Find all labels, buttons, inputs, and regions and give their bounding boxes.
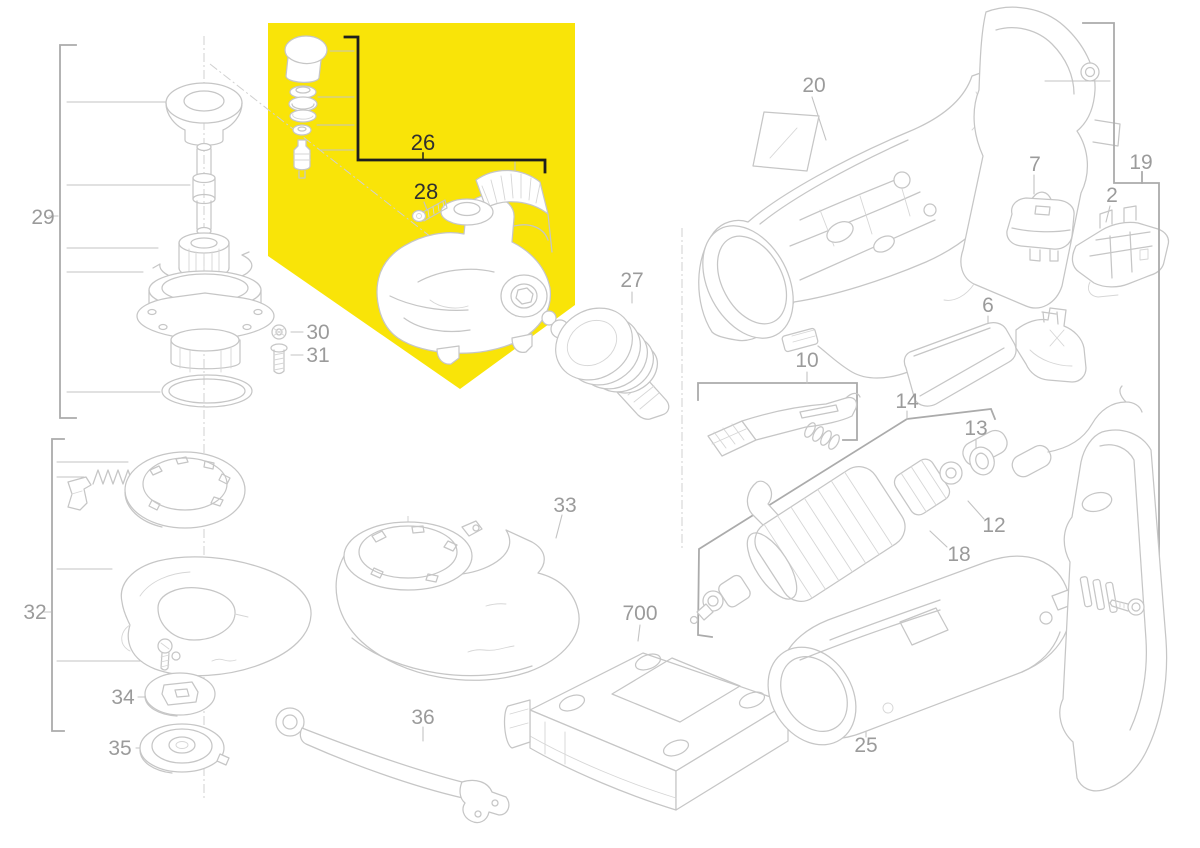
part-label-32[interactable]: 32 bbox=[23, 601, 46, 624]
bracket-part-26 bbox=[343, 35, 547, 174]
group-19-housing-set[interactable] bbox=[1044, 22, 1168, 792]
part-label-27[interactable]: 27 bbox=[620, 269, 643, 292]
part-34-flange[interactable] bbox=[137, 672, 216, 717]
part-label-25[interactable]: 25 bbox=[854, 734, 877, 757]
group-14-armature[interactable] bbox=[689, 385, 1143, 639]
part-label-6[interactable]: 6 bbox=[982, 294, 994, 317]
part-2-switch[interactable] bbox=[1071, 205, 1170, 298]
part-label-33[interactable]: 33 bbox=[553, 494, 576, 517]
part-label-14[interactable]: 14 bbox=[895, 390, 919, 413]
part-label-30[interactable]: 30 bbox=[306, 321, 329, 344]
part-label-35[interactable]: 35 bbox=[108, 737, 131, 760]
part-label-29[interactable]: 29 bbox=[31, 206, 54, 229]
part-35-bearing[interactable] bbox=[135, 723, 230, 774]
part-label-7[interactable]: 7 bbox=[1029, 153, 1041, 176]
part-label-31[interactable]: 31 bbox=[306, 344, 329, 367]
part-label-28[interactable]: 28 bbox=[414, 179, 438, 204]
part-label-2[interactable]: 2 bbox=[1106, 184, 1118, 207]
part-31-screw[interactable] bbox=[270, 343, 304, 375]
part-700-battery-pack[interactable] bbox=[503, 624, 789, 811]
group-10-lock-lever[interactable] bbox=[697, 371, 861, 457]
group-26-gear-housing-assembly[interactable] bbox=[284, 35, 557, 365]
part-30-washer[interactable] bbox=[271, 324, 304, 340]
part-label-19[interactable]: 19 bbox=[1129, 151, 1152, 174]
part-13-bearing-ring[interactable] bbox=[966, 439, 998, 478]
part-36-pin-wrench[interactable] bbox=[275, 707, 510, 824]
part-label-26[interactable]: 26 bbox=[411, 130, 435, 155]
part-label-20[interactable]: 20 bbox=[802, 74, 825, 97]
housing-motor-field[interactable] bbox=[750, 555, 1075, 761]
group-32-guard-clamp[interactable] bbox=[43, 438, 312, 732]
part-label-10[interactable]: 10 bbox=[795, 349, 818, 372]
leader-part-18 bbox=[929, 530, 948, 548]
part-7-button[interactable] bbox=[1006, 174, 1075, 262]
part-label-13[interactable]: 13 bbox=[964, 417, 987, 440]
part-20-nameplate[interactable] bbox=[752, 96, 827, 172]
leader-part-12 bbox=[967, 500, 985, 520]
part-6-electronics-module[interactable] bbox=[781, 307, 1087, 407]
part-27-spindle[interactable] bbox=[542, 291, 670, 420]
housing-inner-clamshell[interactable] bbox=[685, 63, 1013, 354]
part-label-700[interactable]: 700 bbox=[622, 602, 657, 625]
part-28-screw[interactable] bbox=[411, 199, 448, 223]
part-label-36[interactable]: 36 bbox=[411, 706, 434, 729]
part-label-18[interactable]: 18 bbox=[947, 543, 970, 566]
group-29-spindle-assembly[interactable] bbox=[48, 44, 275, 419]
part-33-wheel-guard[interactable] bbox=[335, 514, 580, 681]
part-label-34[interactable]: 34 bbox=[111, 686, 135, 709]
part-label-12[interactable]: 12 bbox=[982, 514, 1005, 537]
